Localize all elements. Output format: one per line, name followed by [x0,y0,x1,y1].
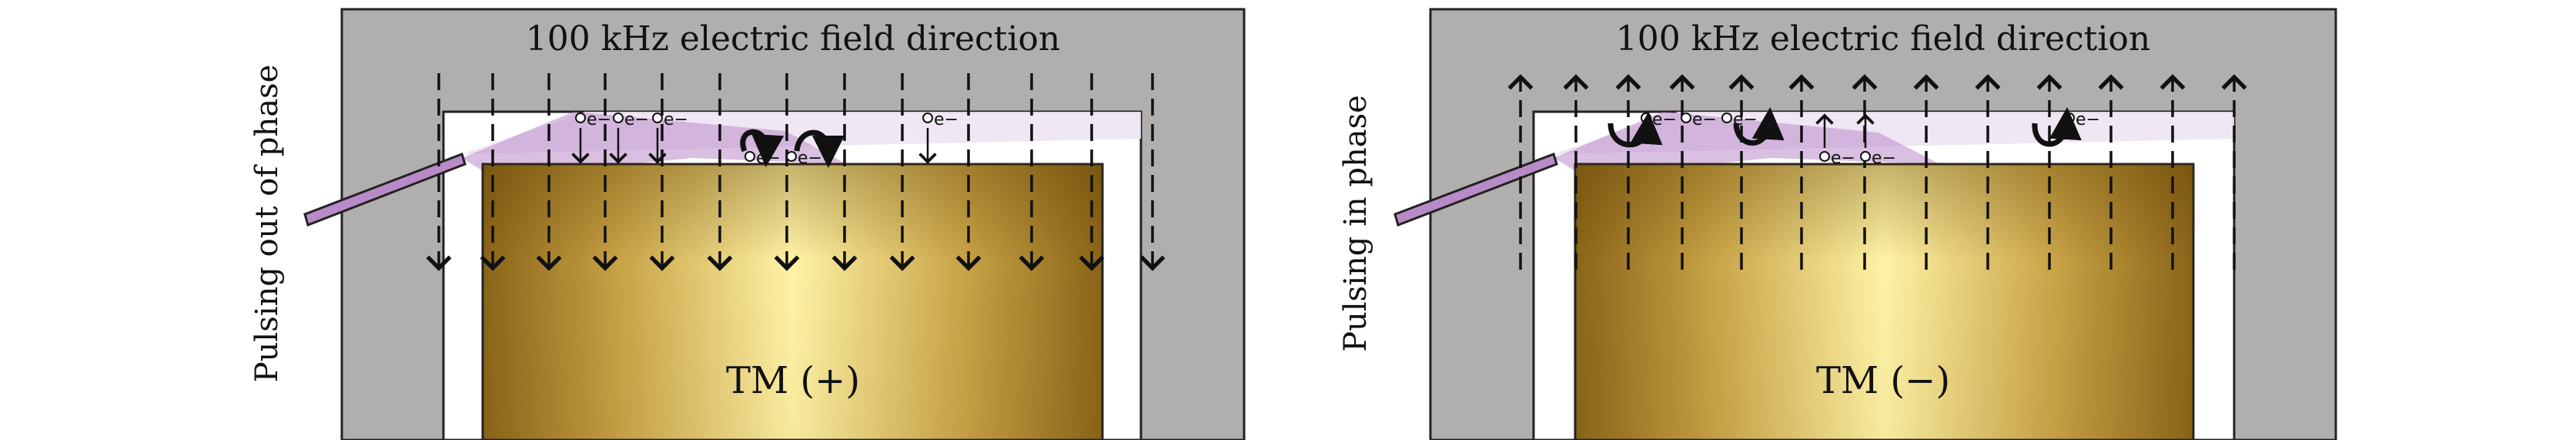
svg-text:e−: e− [624,110,649,129]
electron-curl-arrow [740,129,785,167]
svg-text:e−: e− [798,149,822,168]
panel-out-of-phase: Pulsing out of phase 100 kHz electric fi… [249,8,1246,440]
panel-in-phase: Pulsing in phase 100 kHz electric field … [1338,8,2337,440]
svg-text:e−: e− [1831,149,1855,168]
electron: e− [613,110,649,129]
electron: e− [922,110,958,129]
svg-text:e−: e− [756,149,781,168]
electron-arrows [571,128,937,168]
test-mass-shade [1575,164,2193,440]
electron-curl-arrow [1607,112,1663,148]
field-title: 100 kHz electric field direction [1616,19,2151,59]
electron-curl-arrow [2032,107,2082,147]
electron: e− [1681,110,1717,129]
side-label: Pulsing out of phase [249,65,285,383]
field-arrows [426,73,1166,271]
tm-label: TM (+) [726,359,860,402]
svg-text:e−: e− [664,110,688,129]
field-title: 100 kHz electric field direction [526,19,1061,59]
side-label: Pulsing in phase [1338,95,1373,352]
svg-text:e−: e− [587,110,611,129]
electron: e− [1819,149,1855,168]
electron: e− [652,110,688,129]
electron: e− [575,110,611,129]
svg-text:e−: e− [934,110,958,129]
svg-text:e−: e− [2076,110,2100,129]
electron: e− [1860,149,1896,168]
light-beam [462,112,847,177]
tm-label: TM (−) [1816,359,1950,402]
optical-fiber [303,153,467,227]
svg-text:e−: e− [1652,110,1677,129]
optical-fiber [1393,153,1558,227]
electron-curl-arrow [1733,107,1785,146]
svg-text:e−: e− [1692,110,1717,129]
electron-arrows [1607,107,2082,148]
test-mass-shade [483,164,1102,440]
svg-text:e−: e− [1872,149,1896,168]
electron-curl-arrow [794,129,845,168]
